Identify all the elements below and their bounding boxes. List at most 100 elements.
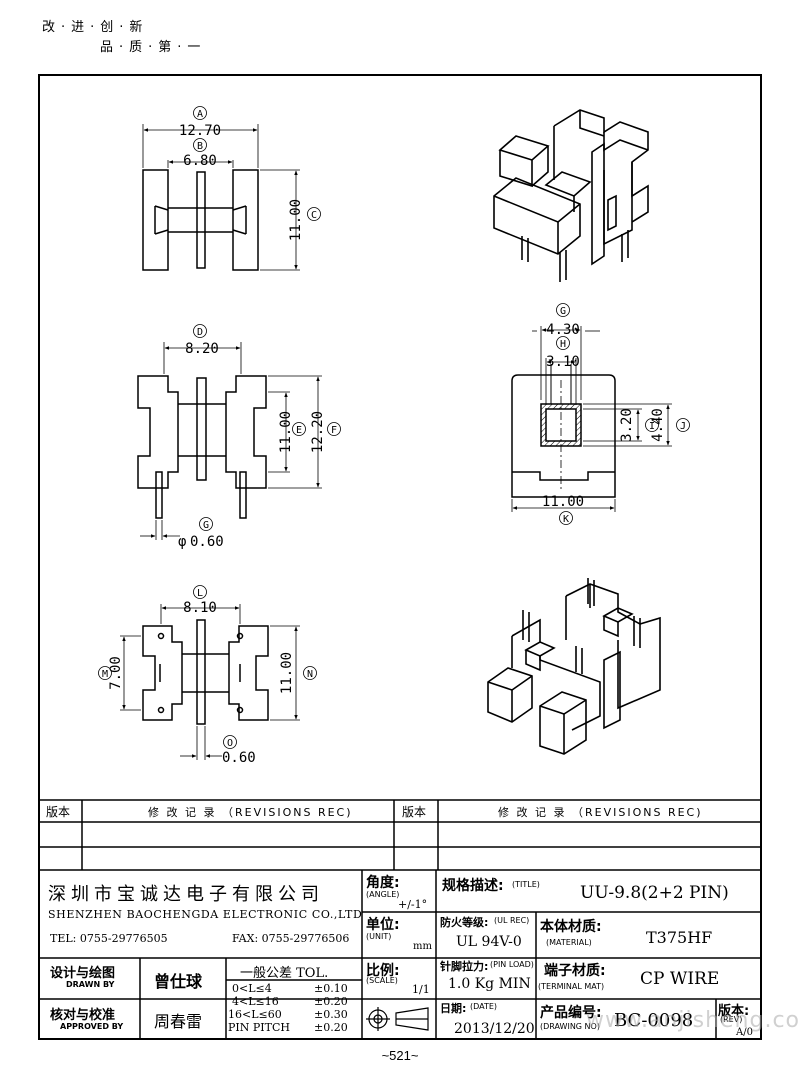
company-tel: TEL: 0755-29776505	[50, 932, 168, 945]
front-view-dims	[142, 106, 321, 271]
pinload-label-en: (PIN LOAD)	[490, 960, 534, 969]
tol-range-2: 4<L≤16	[232, 995, 279, 1008]
svg-text:B: B	[197, 141, 203, 152]
ul-value: UL 94V-0	[456, 934, 522, 950]
tol-value-4: ±0.20	[314, 1021, 348, 1034]
svg-text:6.80: 6.80	[183, 153, 217, 169]
company-fax: FAX: 0755-29776506	[232, 932, 350, 945]
tol-range-3: 16<L≤60	[228, 1008, 282, 1021]
svg-text:3.10: 3.10	[546, 354, 580, 370]
terminal-label: 端子材质:	[544, 963, 606, 979]
motto-line-1: 改·进·创·新	[42, 20, 149, 35]
svg-text:I: I	[649, 421, 655, 432]
title-value: UU-9.8(2+2 PIN)	[580, 883, 729, 903]
svg-text:12.20: 12.20	[310, 411, 326, 453]
page-number: ~521~	[381, 1048, 419, 1063]
angle-label-en: (ANGLE)	[366, 890, 400, 899]
rev-col-record-1: 修 改 记 录 （REVISIONS REC)	[148, 806, 353, 819]
drawingno-label: 产品编号:	[540, 1005, 602, 1021]
scale-label: 比例:	[366, 963, 400, 979]
ul-label-en: (UL REC)	[494, 916, 530, 925]
isometric-view-top	[493, 109, 649, 282]
rev-col-version-2: 版本	[402, 805, 427, 819]
company-name-cn: 深圳市宝诚达电子有限公司	[48, 884, 324, 905]
unit-value: mm	[413, 941, 432, 952]
svg-text:A: A	[197, 109, 203, 120]
tolerance-title: 一般公差 TOL.	[240, 966, 329, 981]
approved-label: 核对与校准	[50, 1008, 116, 1023]
drawingno-value: BC-0098	[614, 1010, 694, 1031]
title-block-grid	[38, 799, 762, 1040]
svg-text:F: F	[331, 425, 337, 436]
pinload-label: 针脚拉力:	[440, 960, 489, 973]
svg-text:7.00: 7.00	[108, 656, 124, 690]
svg-text:M: M	[102, 669, 108, 680]
company-name-en: SHENZHEN BAOCHENGDA ELECTRONIC CO.,LTD	[48, 908, 363, 921]
rev-label-en: (REV)	[720, 1015, 743, 1024]
rev-label: 版本:	[718, 1004, 750, 1019]
isometric-view-bottom	[487, 578, 661, 755]
tol-value-1: ±0.10	[314, 982, 348, 995]
svg-text:11.00: 11.00	[279, 652, 295, 694]
svg-text:3.20: 3.20	[619, 408, 635, 442]
approved-value: 周春雷	[154, 1012, 203, 1031]
approved-label-en: APPROVED BY	[60, 1022, 124, 1031]
angle-value: +/-1°	[398, 898, 428, 911]
svg-text:0.60: 0.60	[190, 534, 224, 550]
date-label: 日期:	[440, 1002, 467, 1015]
terminal-value: CP WIRE	[640, 969, 720, 989]
title-label: 规格描述:	[442, 878, 504, 894]
material-label: 本体材质:	[540, 919, 602, 935]
svg-text:N: N	[307, 669, 313, 680]
svg-text:8.10: 8.10	[183, 600, 217, 616]
svg-text:8.20: 8.20	[185, 341, 219, 357]
motto-line-2: 品·质·第·一	[100, 40, 207, 55]
svg-text:4.40: 4.40	[650, 408, 666, 442]
tol-value-3: ±0.30	[314, 1008, 348, 1021]
svg-text:11.00: 11.00	[278, 411, 294, 453]
date-label-en: (DATE)	[470, 1002, 498, 1011]
front-view	[142, 169, 259, 271]
projection-symbol-icon	[366, 1007, 429, 1031]
svg-text:K: K	[563, 514, 569, 525]
side-view	[137, 375, 267, 519]
svg-text:4.30: 4.30	[546, 322, 580, 338]
tol-range-4: PIN PITCH	[228, 1021, 290, 1034]
drawn-label: 设计与绘图	[50, 966, 116, 981]
date-value: 2013/12/20	[454, 1021, 535, 1037]
svg-text:11.00: 11.00	[288, 199, 304, 241]
drawing-frame	[38, 74, 762, 1040]
tol-value-2: ±0.20	[314, 995, 348, 1008]
end-view-dims	[511, 303, 690, 525]
svg-text:G: G	[203, 520, 209, 531]
ul-label: 防火等级:	[440, 916, 489, 929]
svg-text:L: L	[197, 588, 203, 599]
unit-label: 单位:	[366, 917, 400, 933]
side-view-dims	[140, 324, 341, 540]
bottom-view	[142, 619, 269, 725]
drawn-value: 曾仕球	[154, 972, 203, 991]
material-label-en: (MATERIAL)	[546, 938, 592, 947]
drawingno-label-en: (DRAWING NO)	[540, 1022, 600, 1031]
rev-col-version-1: 版本	[46, 805, 71, 819]
svg-text:D: D	[197, 327, 203, 338]
bottom-view-dims	[98, 585, 317, 760]
svg-text:E: E	[296, 425, 302, 436]
watermark: www.anjisheng.com	[586, 1008, 800, 1033]
svg-text:C: C	[311, 210, 317, 221]
tol-range-1: 0<L≤4	[232, 982, 272, 995]
drawn-label-en: DRAWN BY	[66, 980, 115, 989]
terminal-label-en: (TERMINAL MAT)	[538, 982, 605, 991]
pinload-value: 1.0 Kg MIN	[448, 976, 531, 992]
title-label-en: (TITLE)	[512, 880, 540, 889]
unit-label-en: (UNIT)	[366, 932, 392, 941]
svg-text:11.00: 11.00	[542, 494, 584, 510]
svg-text:φ: φ	[178, 534, 186, 550]
svg-text:J: J	[680, 421, 686, 432]
scale-label-en: (SCALE)	[366, 976, 398, 985]
material-value: T375HF	[646, 928, 713, 947]
rev-value: A/0	[736, 1027, 753, 1038]
svg-text:G: G	[560, 306, 566, 317]
end-view	[511, 364, 616, 498]
